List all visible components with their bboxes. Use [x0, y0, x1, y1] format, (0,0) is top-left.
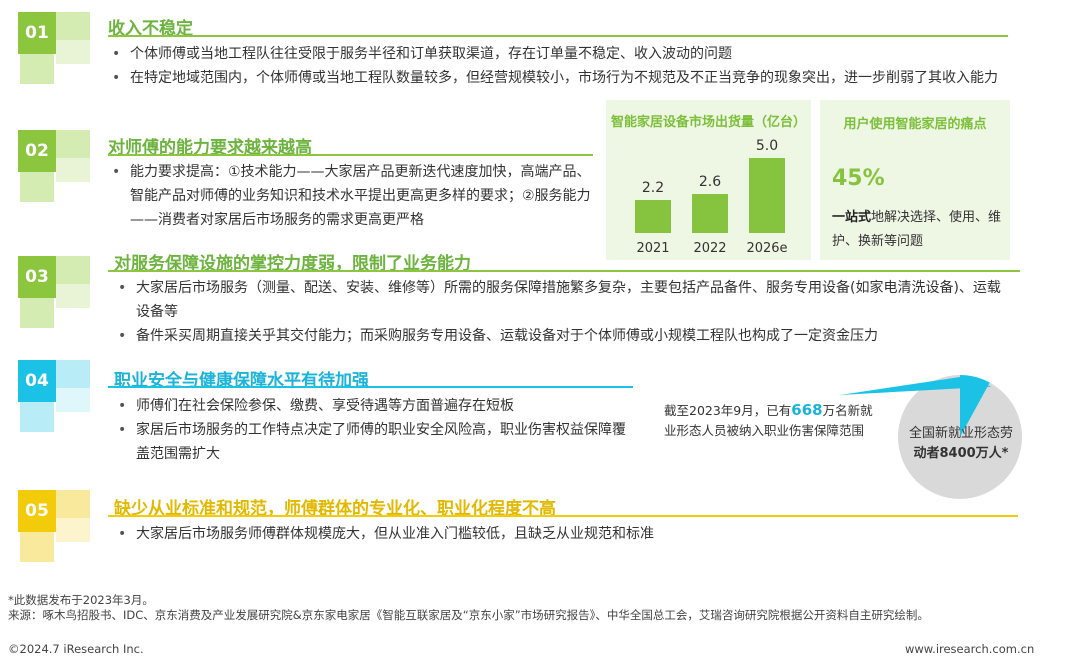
section-number: 01: [18, 12, 56, 54]
section-title: 缺少从业标准和规范，师傅群体的专业化、职业化程度不高: [114, 499, 556, 519]
bar-2026e: [749, 158, 785, 233]
section-number: 03: [18, 256, 56, 298]
bar-2022: [692, 194, 728, 233]
bullet-item: 师傅们在社会保险参保、缴费、享受待遇等方面普遍存在短板: [114, 394, 634, 418]
section-04-bullets: 师傅们在社会保险参保、缴费、享受待遇等方面普遍存在短板 家居后市场服务的工作特点…: [114, 394, 634, 466]
section-02-bullets: 能力要求提高：①技术能力——大家居产品更新迭代速度加快，高端产品、智能产品对师傅…: [108, 160, 601, 232]
bar-2021: [635, 200, 671, 233]
pain-detail: 地解决选择、使用、维护、换新等问题: [832, 210, 1002, 249]
source-note: 来源：啄木鸟招股书、IDC、京东消费及产业发展研究院&京东家电家居《智能互联家居…: [8, 608, 929, 622]
section-01-bullets: 个体师傅或当地工程队往往受限于服务半径和订单获取渠道，存在订单量不稳定、收入波动…: [108, 42, 1008, 90]
covered-count: 668: [791, 401, 823, 419]
pain-keyword: 一站式: [832, 210, 872, 225]
category-label: 2021: [636, 241, 669, 256]
pie-center-label: 全国新就业形态劳 动者8400万人*: [908, 426, 1013, 461]
section-divider: [108, 386, 633, 388]
pie-slice-covered: [960, 375, 990, 437]
chart-title: 智能家居设备市场出货量（亿台）: [610, 115, 806, 130]
section-divider: [108, 35, 1008, 37]
section-divider: [108, 154, 593, 156]
section-04-badge: 04: [12, 356, 102, 434]
section-number: 05: [18, 490, 56, 532]
section-number: 04: [18, 360, 56, 402]
bar-value-label: 2.6: [699, 174, 721, 190]
data-footnote: *此数据发布于2023年3月。: [8, 593, 154, 607]
section-divider: [108, 270, 1020, 272]
section-02-badge: 02: [12, 126, 102, 204]
section-divider: [108, 515, 1018, 517]
bullet-item: 在特定地域范围内，个体师傅或当地工程队数量较多，但经营规模较小，市场行为不规范及…: [108, 66, 1008, 90]
section-title: 对师傅的能力要求越来越高: [108, 138, 312, 158]
pain-point-panel: 用户使用智能家居的痛点 45% 一站式地解决选择、使用、维护、换新等问题: [820, 100, 1010, 260]
bullet-item: 备件采买周期直接关乎其交付能力；而采购服务专用设备、运载设备对于个体师傅或小规模…: [114, 324, 1004, 348]
website: www.iresearch.com.cn: [905, 642, 1035, 656]
coverage-note: 截至2023年9月，已有668万名新就业形态人员被纳入职业伤害保障范围: [664, 401, 873, 438]
section-title: 收入不稳定: [108, 19, 193, 39]
category-label: 2022: [693, 241, 726, 256]
bullet-item: 大家居后市场服务师傅群体规模庞大，但从业准入门槛较低，且缺乏从业规范和标准: [114, 522, 1004, 546]
bullet-item: 个体师傅或当地工程队往往受限于服务半径和订单获取渠道，存在订单量不稳定、收入波动…: [108, 42, 1008, 66]
section-05-badge: 05: [12, 486, 102, 564]
bullet-item: 能力要求提高：①技术能力——大家居产品更新迭代速度加快，高端产品、智能产品对师傅…: [108, 160, 601, 232]
section-03-bullets: 大家居后市场服务（测量、配送、安装、维修等）所需的服务保障措施繁多复杂，主要包括…: [114, 276, 1004, 348]
bar-value-label: 2.2: [642, 180, 664, 196]
section-01-badge: 01: [12, 8, 102, 86]
pain-percent: 45%: [832, 166, 885, 191]
section-number: 02: [18, 130, 56, 172]
bullet-item: 家居后市场服务的工作特点决定了师傅的职业安全风险高，职业伤害权益保障覆盖范围需扩…: [114, 418, 634, 466]
section-title: 对服务保障设施的掌控力度弱，限制了业务能力: [114, 254, 471, 274]
pain-panel-title: 用户使用智能家居的痛点: [843, 117, 987, 132]
section-05-bullets: 大家居后市场服务师傅群体规模庞大，但从业准入门槛较低，且缺乏从业规范和标准: [114, 522, 1004, 546]
shipment-chart-panel: 智能家居设备市场出货量（亿台） 2.2 2021 2.6 2022 5.0 2026e: [606, 100, 811, 260]
coverage-pie-chart: [840, 375, 1022, 499]
bullet-item: 大家居后市场服务（测量、配送、安装、维修等）所需的服务保障措施繁多复杂，主要包括…: [114, 276, 1004, 324]
pain-description: 一站式地解决选择、使用、维护、换新等问题: [832, 206, 1004, 254]
shipment-bar-chart: 2.2 2021 2.6 2022 5.0 2026e: [635, 138, 788, 256]
section-03-badge: 03: [12, 252, 102, 330]
bar-value-label: 5.0: [756, 138, 778, 154]
category-label: 2026e: [746, 241, 787, 256]
copyright: ©2024.7 iResearch Inc.: [8, 642, 144, 656]
pie-callout: [840, 377, 992, 395]
